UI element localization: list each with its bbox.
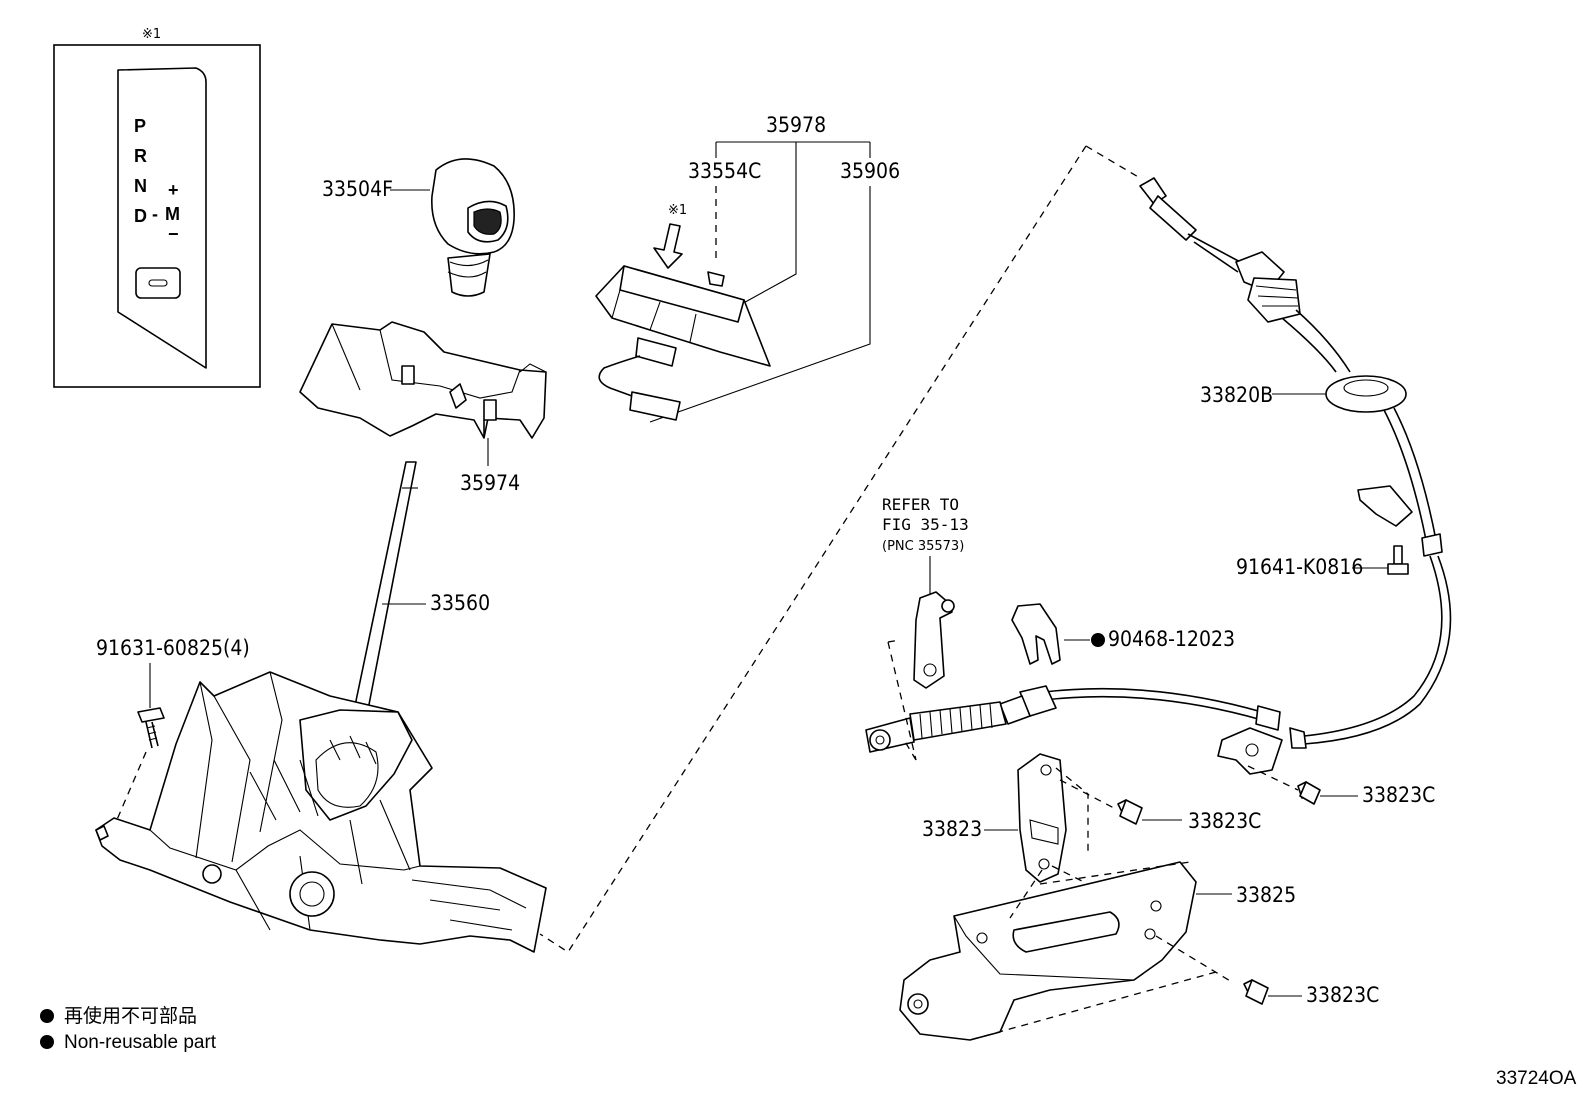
refer-line3: (PNC 35573) [882,539,964,554]
figure-code: 33724OA [1496,1068,1577,1089]
refer-line1: REFER TO [882,495,959,514]
transmission-control-cable [1139,177,1452,749]
indicator-bracket [299,321,547,439]
legend-dot-en [40,1035,54,1049]
leader-35978 [715,141,871,307]
shift-lever-assembly [95,671,547,953]
shift-lever-rod [351,461,418,721]
cable-bracket [1017,753,1067,883]
label-33823c-a: 33823C [1362,783,1435,807]
gear-p: P [134,116,146,136]
refer-line2: FIG 35-13 [882,515,969,534]
label-33820b: 33820B [1200,383,1273,407]
shift-indicator-plate [117,67,207,369]
bolt-33823c-b [1117,799,1143,825]
cable-mount-bracket [899,861,1197,1041]
shift-knob [431,158,515,297]
harness-connector [635,337,677,367]
gear-minus-below: − [168,224,179,244]
legend-jp: 再使用不可部品 [64,1005,197,1027]
label-33823c-b: 33823C [1188,809,1261,833]
gear-manual: M [165,204,180,224]
bolt-33823c-c [1243,979,1269,1005]
label-91641: 91641-K0816 [1236,555,1363,579]
label-33823: 33823 [922,817,982,841]
bolt-91631-60825 [137,707,165,749]
label-33825: 33825 [1236,883,1296,907]
button-slot [148,279,168,287]
view-arrow-icon [653,223,683,269]
label-90468: 90468-12023 [1108,627,1235,651]
label-33823c-c: 33823C [1306,983,1379,1007]
gear-plus: + [168,180,179,200]
label-91631: 91631-60825(4) [96,636,250,660]
retaining-clip [1011,603,1061,665]
indicator-housing [595,265,771,421]
legend-dot-jp [40,1009,54,1023]
gear-minus-left: - [152,204,158,224]
gear-r: R [134,146,147,166]
label-35978: 35978 [766,113,826,137]
label-33560: 33560 [430,591,490,615]
gear-d: D [134,206,147,226]
inset-note-mark: ※1 [142,27,161,42]
label-35974: 35974 [460,471,520,495]
legend-en: Non-reusable part [64,1032,217,1053]
button-icon [135,267,181,299]
label-33554c: 33554C [688,159,761,183]
leader-35906 [649,186,871,423]
non-reusable-dot [1091,633,1105,647]
bolt-33823c-a [1297,781,1321,805]
arrow-note-mark: ※1 [668,203,687,218]
clip-33554c [707,271,725,287]
bolt-91641-k0816 [1387,545,1409,575]
connector-dashed [539,145,1087,953]
label-33504f: 33504F [322,177,393,201]
inset-frame [53,44,261,388]
cable-clevis [913,591,955,689]
label-35906: 35906 [840,159,900,183]
gear-n: N [134,176,147,196]
cable-end-assembly [865,685,1283,775]
indicator-inset: ※1 P R N D + - M − [53,27,261,388]
